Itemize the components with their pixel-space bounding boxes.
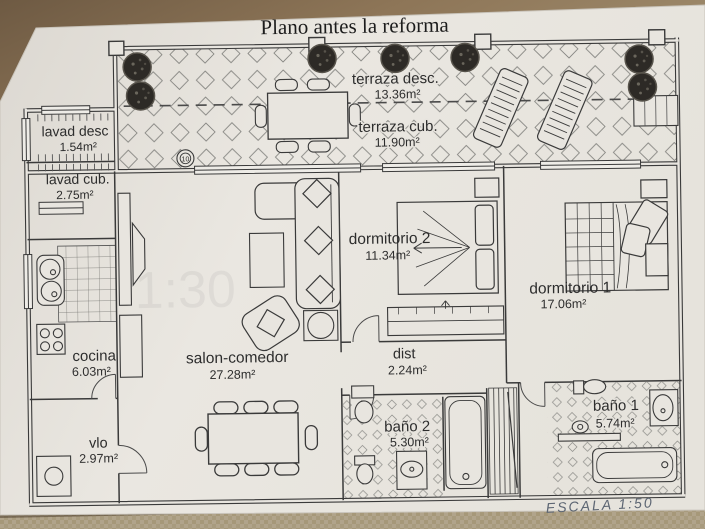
plan-title: Plano antes la reforma <box>260 13 449 40</box>
area-bano2: 5.30m² <box>390 435 429 450</box>
hall-closet <box>488 387 519 495</box>
tv-cabinet <box>117 192 146 378</box>
area-terraza-desc: 13.36m² <box>375 87 421 102</box>
label-salon: salon-comedor <box>186 349 289 367</box>
scale-note: ESCALA 1:50 <box>545 494 654 516</box>
area-dormitorio2: 11.34m² <box>365 248 410 263</box>
area-bano1: 5.74m² <box>596 416 635 431</box>
label-vlo: vlo <box>89 435 108 451</box>
kitchen-stove <box>36 323 66 356</box>
label-dormitorio2: dormitorio 2 <box>349 230 431 248</box>
terrace-dining-table <box>254 78 362 154</box>
label-terraza-desc: terraza desc. <box>352 70 439 88</box>
area-vlo: 2.97m² <box>79 451 118 466</box>
label-dormitorio1: dormitorio 1 <box>529 279 611 297</box>
area-dormitorio1: 17.06m² <box>540 297 586 312</box>
label-cocina: cocina <box>72 347 116 365</box>
label-bano2: baño 2 <box>384 418 430 436</box>
area-lavad-cub: 2.75m² <box>56 188 94 203</box>
label-lavad-cub: lavad cub. <box>46 170 110 187</box>
lavadero-unit <box>38 201 84 215</box>
louver-vents <box>37 113 110 172</box>
floor-plan: 1:30 Plano antes la reforma <box>21 13 686 507</box>
coffee-table <box>248 232 285 289</box>
tv-icon <box>131 221 146 287</box>
label-terraza-cub: terraza cub. <box>358 118 437 136</box>
washing-machine <box>36 455 72 498</box>
label-lavad-desc: lavad desc <box>41 122 108 139</box>
faint-overprint: 1:30 <box>134 261 236 320</box>
kitchen-tiles <box>57 244 118 323</box>
kitchen-sink <box>36 254 65 306</box>
area-terraza-cub: 11.90m² <box>375 135 420 150</box>
room-labels: terraza desc. 13.36m² terraza cub. 11.90… <box>41 68 640 466</box>
area-lavad-desc: 1.54m² <box>59 140 97 155</box>
bed-dorm2 <box>396 177 500 296</box>
armchair <box>241 295 300 352</box>
sofa <box>254 177 341 310</box>
area-cocina: 6.03m² <box>72 364 111 379</box>
area-dist: 2.24m² <box>388 363 427 378</box>
bath2-fixtures <box>351 385 487 490</box>
wardrobe-dorm2 <box>386 300 505 337</box>
svg-text:10: 10 <box>181 156 189 163</box>
windows <box>21 105 642 310</box>
label-bano1: baño 1 <box>593 397 639 415</box>
side-table <box>303 309 339 342</box>
bath1-fixtures <box>557 379 679 484</box>
area-salon: 27.28m² <box>209 367 255 382</box>
bed-dorm1 <box>564 179 669 292</box>
terrace-marker-10: 10 <box>176 149 195 168</box>
label-dist: dist <box>393 346 416 362</box>
dining-table <box>194 400 319 477</box>
